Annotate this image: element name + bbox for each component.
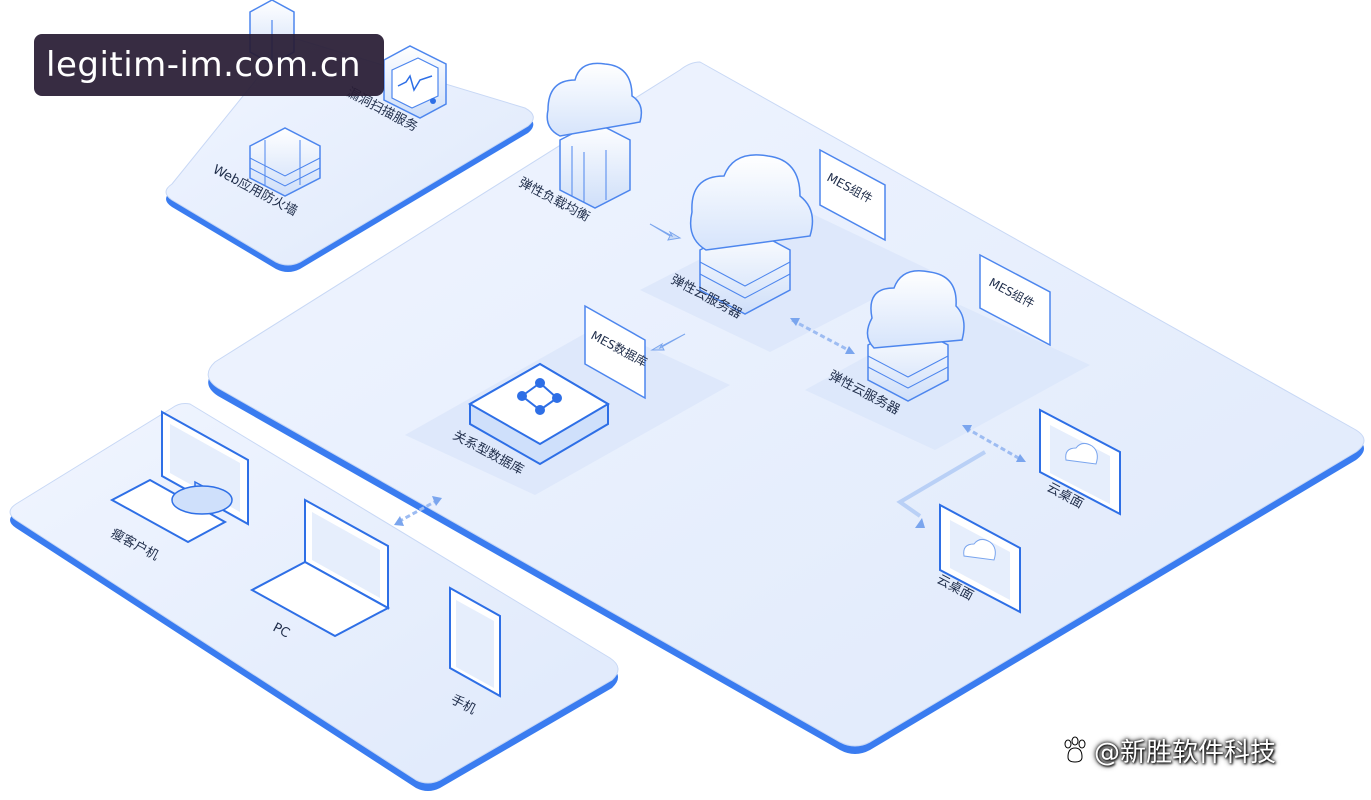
scanner-icon xyxy=(383,45,447,119)
relational-db-icon xyxy=(467,362,610,466)
ecs-1-icon xyxy=(689,154,814,315)
pc-label: PC xyxy=(270,620,292,641)
load-balancer-icon xyxy=(546,62,643,209)
site-banner-text: legitim-im.com.cn xyxy=(46,45,362,85)
mes-database-icon xyxy=(584,304,646,400)
mes-component-1-icon xyxy=(819,148,886,242)
pc-icon xyxy=(249,498,391,638)
watermark-text: @新胜软件科技 xyxy=(1094,737,1277,768)
flow-arrow-ecs2-desktop xyxy=(896,425,1026,528)
phone-icon xyxy=(449,586,501,698)
site-banner: legitim-im.com.cn xyxy=(34,34,384,96)
ecs-2-icon xyxy=(866,270,965,402)
cloud-desktop-2-icon xyxy=(939,503,1021,614)
flow-arrow-lb-ecs1 xyxy=(649,223,682,241)
mes-component-2-icon xyxy=(979,253,1051,347)
cloud-desktop-1-icon xyxy=(1039,408,1121,516)
flow-arrow-client-platform xyxy=(394,496,442,526)
flow-arrow-ecs1-db xyxy=(650,333,686,351)
watermark: @新胜软件科技 xyxy=(1060,730,1276,770)
flow-arrow-ecs1-ecs2 xyxy=(790,318,855,354)
firewall-icon xyxy=(249,127,321,197)
thin-client-icon xyxy=(109,410,249,544)
paw-logo-icon xyxy=(1060,735,1090,765)
main-platform xyxy=(207,61,1365,754)
